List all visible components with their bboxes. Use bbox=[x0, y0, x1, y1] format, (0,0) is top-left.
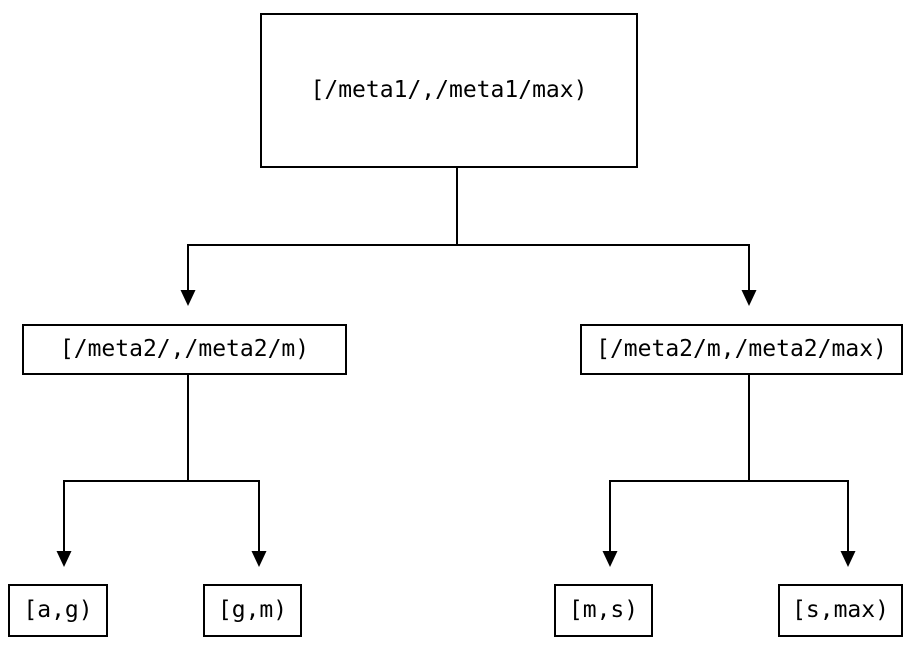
arrowhead-into-leaf-ag bbox=[56, 551, 72, 567]
node-leaf-ms: [m,s) bbox=[554, 584, 653, 637]
node-left-range: [/meta2/,/meta2/m) bbox=[22, 324, 347, 375]
arrowhead-into-leaf-ms bbox=[602, 551, 618, 567]
node-left-label: [/meta2/,/meta2/m) bbox=[59, 336, 310, 362]
node-leaf-ms-label: [m,s) bbox=[568, 597, 639, 623]
arrowhead-into-right-node bbox=[741, 290, 757, 306]
node-leaf-gm-label: [g,m) bbox=[217, 597, 288, 623]
arrowhead-into-leaf-smax bbox=[840, 551, 856, 567]
arrowhead-into-left-node bbox=[180, 290, 196, 306]
node-leaf-smax: [s,max) bbox=[778, 584, 903, 637]
node-leaf-gm: [g,m) bbox=[203, 584, 302, 637]
arrowhead-into-leaf-gm bbox=[251, 551, 267, 567]
node-leaf-ag-label: [a,g) bbox=[23, 597, 93, 623]
node-leaf-smax-label: [s,max) bbox=[792, 597, 889, 623]
node-root-range: [/meta1/,/meta1/max) bbox=[260, 13, 638, 168]
node-right-label: [/meta2/m,/meta2/max) bbox=[596, 336, 887, 362]
node-leaf-ag: [a,g) bbox=[8, 584, 108, 637]
node-right-range: [/meta2/m,/meta2/max) bbox=[580, 324, 903, 375]
node-root-label: [/meta1/,/meta1/max) bbox=[310, 77, 588, 103]
